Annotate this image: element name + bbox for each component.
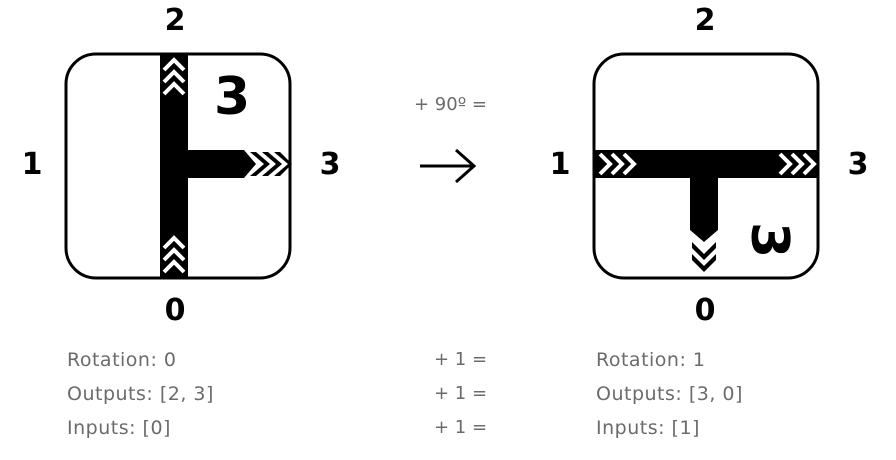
right-tile: 3 — [592, 52, 820, 280]
right-label-right: 3 — [847, 147, 869, 182]
right-rotation-text: Rotation: 1 — [596, 349, 706, 371]
left-tile-bottom-chevrons — [162, 235, 186, 274]
right-label-top: 2 — [694, 3, 716, 38]
left-outputs-text: Outputs: [2, 3] — [67, 383, 214, 405]
left-inputs-text: Inputs: [0] — [67, 417, 171, 439]
right-inputs-text: Inputs: [1] — [596, 417, 700, 439]
right-label-bottom: 0 — [694, 293, 716, 328]
left-tile-corner-glyph: 3 — [214, 67, 250, 127]
left-label-left: 1 — [21, 147, 43, 182]
right-tile-vertical-track — [690, 164, 718, 230]
right-tile-corner-glyph: 3 — [739, 222, 799, 258]
rotation-operation-label: + 90º = — [414, 94, 487, 115]
right-tile-left-chevrons — [598, 152, 637, 176]
left-tile-right-chevrons — [250, 152, 292, 176]
right-outputs-text: Outputs: [3, 0] — [596, 383, 743, 405]
increment-outputs: + 1 = — [434, 383, 488, 404]
left-label-top: 2 — [164, 3, 186, 38]
right-arrow-icon — [420, 148, 477, 184]
right-tile-bottom-chevrons — [692, 242, 716, 272]
left-label-bottom: 0 — [164, 293, 186, 328]
increment-rotation: + 1 = — [434, 349, 488, 370]
left-rotation-text: Rotation: 0 — [67, 349, 177, 371]
left-tile-horizontal-track — [174, 150, 244, 178]
right-tile-right-chevrons — [778, 152, 817, 176]
right-label-left: 1 — [549, 147, 571, 182]
left-tile: 3 — [64, 52, 292, 280]
increment-inputs: + 1 = — [434, 417, 488, 438]
left-label-right: 3 — [319, 147, 341, 182]
left-tile-top-chevrons — [162, 57, 186, 96]
